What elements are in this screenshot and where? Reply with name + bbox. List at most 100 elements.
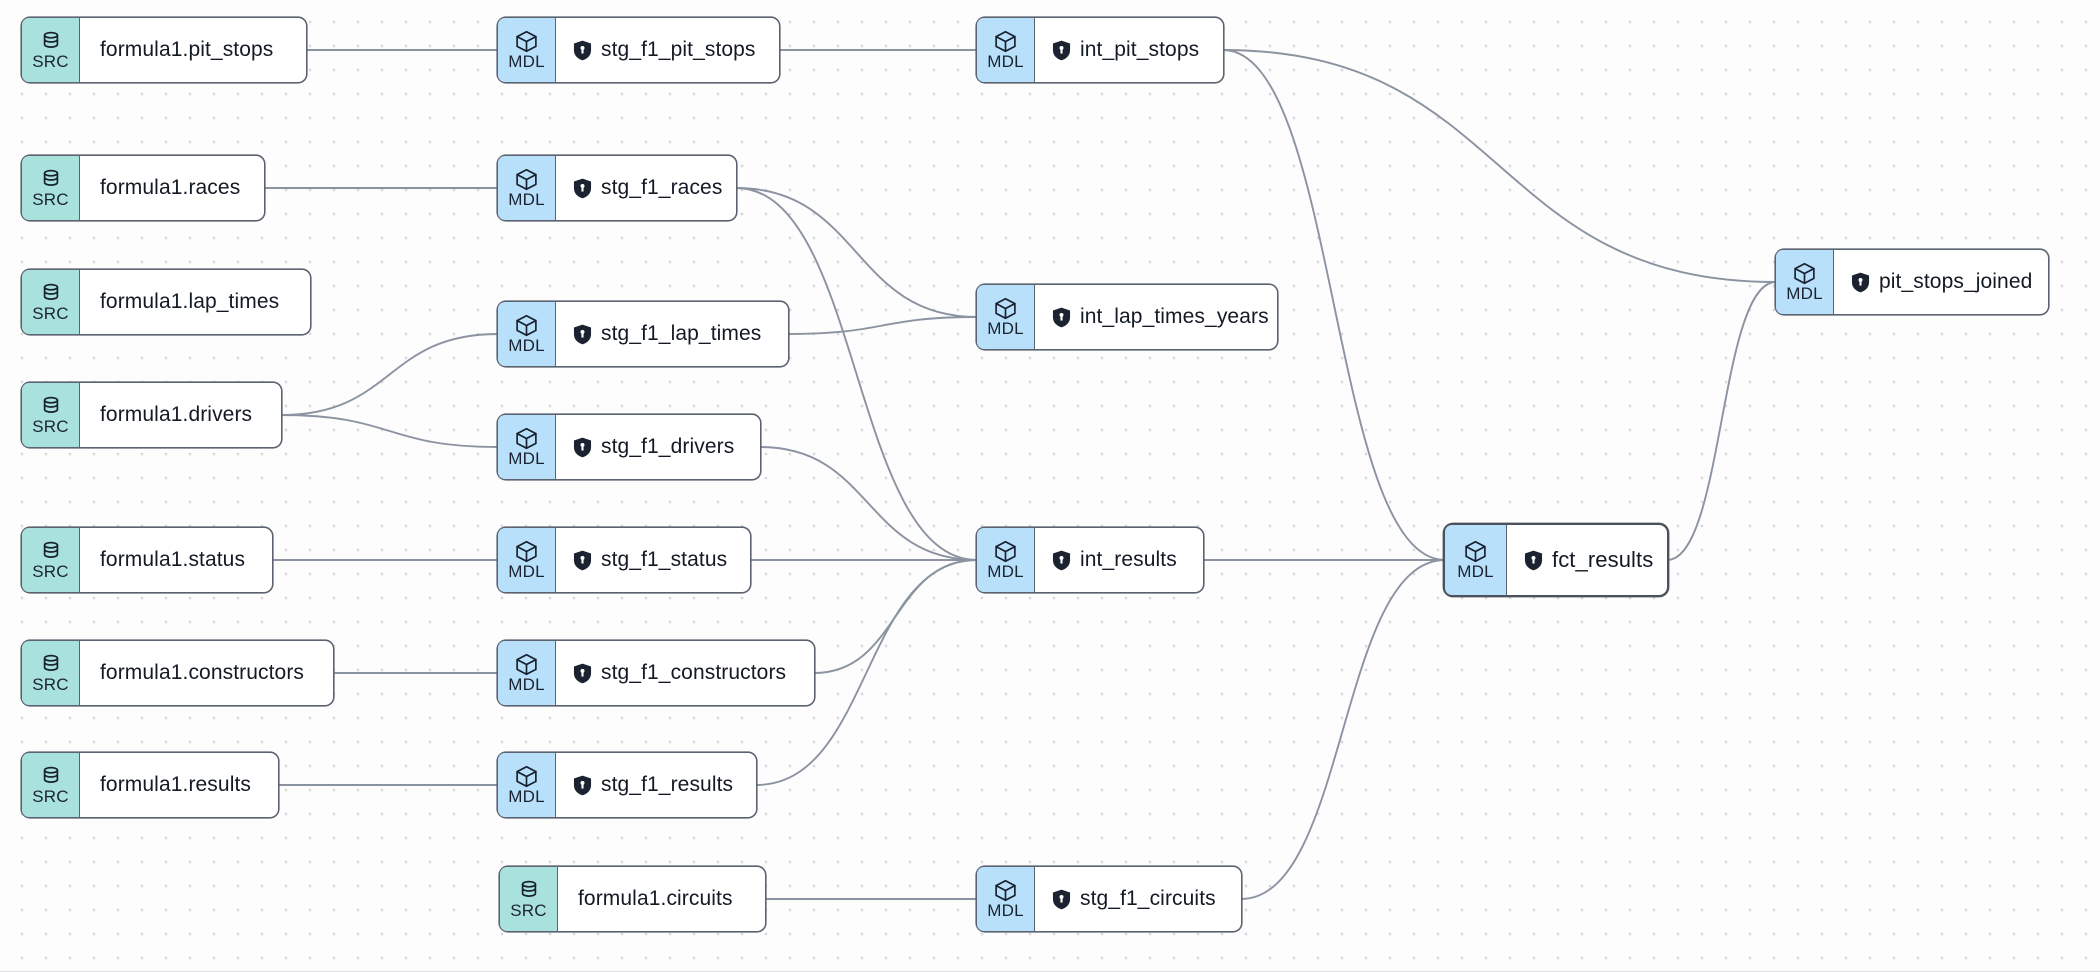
node-body: formula1.status <box>80 528 272 592</box>
node-label: stg_f1_lap_times <box>601 322 762 345</box>
node-body: stg_f1_constructors <box>556 641 814 705</box>
edge-stg_circuits-to-fct_results <box>1240 559 1446 900</box>
node-label: pit_stops_joined <box>1879 270 2033 293</box>
shield-lock-icon <box>1052 307 1071 328</box>
edge-fct_results-to-pit_stops_joined <box>1666 281 1777 561</box>
badge-label: MDL <box>987 51 1024 71</box>
source-badge: SRC <box>22 156 80 220</box>
badge-label: SRC <box>32 674 69 694</box>
node-src_pit_stops[interactable]: SRC formula1.pit_stops <box>22 18 306 82</box>
cube-icon <box>514 426 539 450</box>
database-icon <box>39 652 63 676</box>
node-fct_results[interactable]: MDL fct_results <box>1445 525 1667 595</box>
cube-icon <box>1463 539 1488 563</box>
model-badge: MDL <box>977 285 1035 349</box>
model-badge: MDL <box>498 302 556 366</box>
node-stg_drivers[interactable]: MDL stg_f1_drivers <box>498 415 760 479</box>
badge-label: MDL <box>508 674 545 694</box>
cube-icon <box>1792 261 1817 285</box>
cube-icon <box>514 764 539 788</box>
database-icon <box>39 167 63 191</box>
node-src_status[interactable]: SRC formula1.status <box>22 528 272 592</box>
badge-label: SRC <box>32 189 69 209</box>
node-int_results[interactable]: MDL int_results <box>977 528 1203 592</box>
cube-icon <box>514 652 539 676</box>
node-stg_lap_times[interactable]: MDL stg_f1_lap_times <box>498 302 788 366</box>
node-body: formula1.drivers <box>80 383 281 447</box>
shield-lock-icon <box>573 663 592 684</box>
database-icon <box>39 29 63 53</box>
node-label: stg_f1_drivers <box>601 435 735 458</box>
node-label: stg_f1_constructors <box>601 661 787 684</box>
node-pit_stops_joined[interactable]: MDL pit_stops_joined <box>1776 250 2048 314</box>
source-badge: SRC <box>22 528 80 592</box>
node-body: formula1.races <box>80 156 264 220</box>
badge-label: MDL <box>508 561 545 581</box>
cube-icon <box>514 539 539 563</box>
cube-icon <box>514 29 539 53</box>
badge-label: MDL <box>1786 283 1823 303</box>
node-stg_constructors[interactable]: MDL stg_f1_constructors <box>498 641 814 705</box>
edge-stg_lap_times-to-int_lap_times_years <box>787 316 978 335</box>
badge-label: SRC <box>510 900 547 920</box>
badge-label: MDL <box>987 318 1024 338</box>
node-label: stg_f1_circuits <box>1080 887 1216 910</box>
model-badge: MDL <box>498 641 556 705</box>
model-badge: MDL <box>498 753 556 817</box>
node-body: formula1.circuits <box>558 867 765 931</box>
badge-label: SRC <box>32 561 69 581</box>
model-badge: MDL <box>498 415 556 479</box>
node-body: formula1.results <box>80 753 278 817</box>
node-body: fct_results <box>1507 525 1673 595</box>
cube-icon <box>993 539 1018 563</box>
node-label: stg_f1_pit_stops <box>601 38 756 61</box>
node-src_lap_times[interactable]: SRC formula1.lap_times <box>22 270 310 334</box>
node-label: fct_results <box>1552 547 1654 572</box>
model-badge: MDL <box>498 18 556 82</box>
node-label: int_results <box>1080 548 1177 571</box>
model-badge: MDL <box>977 18 1035 82</box>
node-body: formula1.pit_stops <box>80 18 306 82</box>
cube-icon <box>514 313 539 337</box>
node-label: formula1.races <box>100 176 241 199</box>
node-label: formula1.pit_stops <box>100 38 274 61</box>
source-badge: SRC <box>22 753 80 817</box>
node-src_results[interactable]: SRC formula1.results <box>22 753 278 817</box>
shield-lock-icon <box>573 324 592 345</box>
badge-label: SRC <box>32 303 69 323</box>
database-icon <box>39 394 63 418</box>
node-src_circuits[interactable]: SRC formula1.circuits <box>500 867 765 931</box>
model-badge: MDL <box>977 867 1035 931</box>
node-body: stg_f1_lap_times <box>556 302 788 366</box>
node-body: formula1.lap_times <box>80 270 310 334</box>
node-stg_circuits[interactable]: MDL stg_f1_circuits <box>977 867 1241 931</box>
node-body: stg_f1_results <box>556 753 756 817</box>
shield-lock-icon <box>1052 40 1071 61</box>
node-stg_pit_stops[interactable]: MDL stg_f1_pit_stops <box>498 18 779 82</box>
badge-label: MDL <box>508 51 545 71</box>
badge-label: SRC <box>32 51 69 71</box>
shield-lock-icon <box>1052 889 1071 910</box>
model-badge: MDL <box>498 528 556 592</box>
source-badge: SRC <box>500 867 558 931</box>
cube-icon <box>514 167 539 191</box>
badge-label: SRC <box>32 786 69 806</box>
node-src_races[interactable]: SRC formula1.races <box>22 156 264 220</box>
edge-stg_drivers-to-int_results <box>759 446 978 561</box>
cube-icon <box>993 878 1018 902</box>
model-badge: MDL <box>977 528 1035 592</box>
database-icon <box>39 764 63 788</box>
node-body: stg_f1_races <box>556 156 742 220</box>
badge-label: MDL <box>1457 561 1494 581</box>
model-badge: MDL <box>498 156 556 220</box>
database-icon <box>39 539 63 563</box>
node-body: pit_stops_joined <box>1834 250 2052 314</box>
